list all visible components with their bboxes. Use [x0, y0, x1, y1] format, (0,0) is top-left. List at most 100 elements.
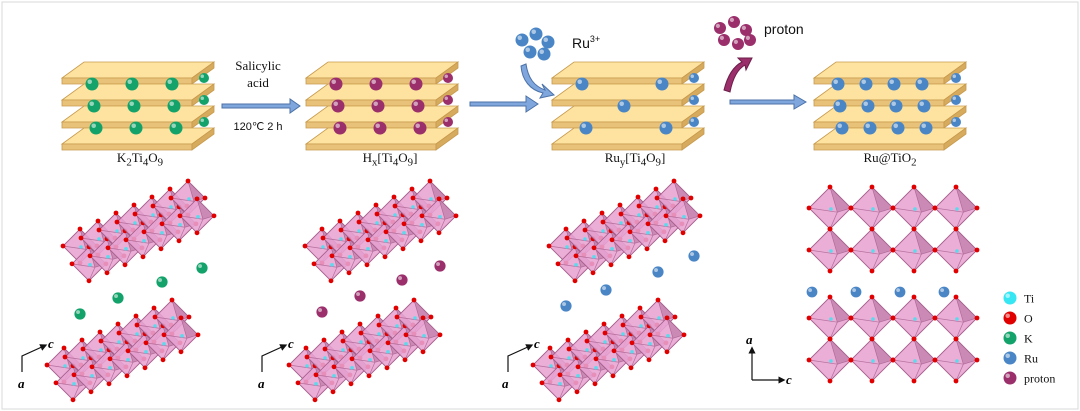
- titanium-atom: [422, 334, 426, 338]
- titanium-atom: [359, 340, 363, 344]
- oxygen-atom: [114, 219, 120, 225]
- titanium-atom: [305, 364, 309, 368]
- oxygen-atom: [168, 195, 174, 201]
- titanium-atom: [871, 317, 875, 321]
- oxygen-atom: [547, 345, 553, 351]
- oxygen-atom: [911, 294, 917, 300]
- oxygen-atom: [133, 313, 139, 319]
- titanium-atom: [135, 332, 139, 336]
- oxygen-atom: [329, 253, 335, 259]
- oxygen-atom: [410, 195, 416, 201]
- legend-label: proton: [1024, 372, 1055, 386]
- titanium-atom: [594, 366, 598, 370]
- interlayer-ion: [919, 121, 933, 135]
- titanium-atom: [666, 334, 670, 338]
- crystal-hx: [286, 178, 459, 403]
- tio6-octahedron: [932, 184, 980, 232]
- oxygen-atom: [159, 221, 165, 227]
- titanium-atom: [829, 317, 833, 321]
- oxygen-atom: [848, 315, 854, 321]
- titanate-layer: [812, 61, 968, 85]
- oxygen-atom: [629, 340, 635, 346]
- oxygen-atom: [321, 337, 327, 343]
- oxygen-atom: [974, 205, 980, 211]
- titanium-atom: [314, 382, 318, 386]
- titanium-atom: [375, 221, 379, 225]
- interlayer-ion: [617, 99, 631, 113]
- crystal-ru-tio2: [806, 184, 980, 384]
- oxygen-atom: [71, 372, 77, 378]
- titanium-atom: [393, 213, 397, 217]
- oxygen-atom: [194, 196, 200, 202]
- oxygen-atom: [355, 210, 361, 216]
- oxygen-atom: [953, 378, 959, 384]
- oxygen-atom: [382, 254, 388, 260]
- oxygen-atom: [539, 380, 545, 386]
- oxygen-atom: [911, 184, 917, 190]
- oxygen-atom: [827, 184, 833, 190]
- oxygen-atom: [373, 202, 379, 208]
- titanium-atom: [108, 366, 112, 370]
- oxygen-atom: [654, 195, 660, 201]
- interlayer-ion: [354, 290, 366, 302]
- oxygen-atom: [143, 340, 149, 346]
- oxygen-atom: [869, 268, 875, 274]
- oxygen-atom: [400, 246, 406, 252]
- titanium-atom: [955, 317, 959, 321]
- interlayer-ion: [369, 77, 383, 91]
- oxygen-atom: [697, 213, 703, 219]
- titanate-layer: [304, 61, 460, 85]
- legend-label: Ru: [1024, 352, 1038, 366]
- oxygen-atom: [319, 226, 325, 232]
- titanium-atom: [88, 263, 92, 267]
- tio6-octahedron: [848, 336, 896, 384]
- oxygen-atom: [591, 245, 597, 251]
- titanium-atom: [829, 207, 833, 211]
- oxygen-atom: [637, 305, 643, 311]
- oxygen-atom: [356, 219, 362, 225]
- oxygen-atom: [428, 314, 434, 320]
- oxygen-atom: [827, 226, 833, 232]
- oxygen-atom: [105, 245, 111, 251]
- titanium-atom: [913, 207, 917, 211]
- oxygen-atom: [374, 211, 380, 217]
- oxygen-atom: [152, 314, 158, 320]
- oxygen-atom: [662, 238, 668, 244]
- axis-c-label: c: [288, 336, 294, 351]
- titanium-atom: [366, 247, 370, 251]
- proton-ion: [744, 34, 756, 46]
- oxygen-atom: [599, 210, 605, 216]
- oxygen-atom: [563, 226, 569, 232]
- oxygen-atom: [140, 254, 146, 260]
- oxygen-atom: [113, 210, 119, 216]
- axis-c-label: c: [786, 372, 792, 387]
- oxygen-atom: [95, 218, 101, 224]
- oxygen-atom: [932, 357, 938, 363]
- titanium-atom: [321, 245, 325, 249]
- oxygen-atom: [590, 270, 596, 276]
- oxygen-atom: [611, 348, 617, 354]
- oxygen-atom: [62, 354, 68, 360]
- stage2-label: Hx[Ti4O9]: [362, 150, 418, 169]
- oxygen-atom: [645, 221, 651, 227]
- interlayer-ion: [167, 99, 181, 113]
- oxygen-atom: [574, 389, 580, 395]
- oxygen-atom: [80, 346, 86, 352]
- interlayer-ion: [169, 121, 183, 135]
- oxygen-atom: [376, 322, 382, 328]
- titanium-atom: [955, 207, 959, 211]
- titanium-atom: [664, 223, 668, 227]
- ru-atom: [806, 286, 818, 298]
- titanium-atom: [117, 340, 121, 344]
- oxygen-atom: [593, 356, 599, 362]
- oxygen-atom: [131, 202, 137, 208]
- arrow1-reagent-line1: Salicylic: [235, 58, 281, 73]
- titanium-atom: [639, 324, 643, 328]
- titanium-atom: [585, 348, 589, 352]
- layered-stack-hx: [304, 61, 460, 151]
- titanium-atom: [178, 223, 182, 227]
- crystal-ruy: [530, 178, 703, 403]
- oxygen-atom: [617, 202, 623, 208]
- titanium-atom: [612, 358, 616, 362]
- titanium-atom: [72, 382, 76, 386]
